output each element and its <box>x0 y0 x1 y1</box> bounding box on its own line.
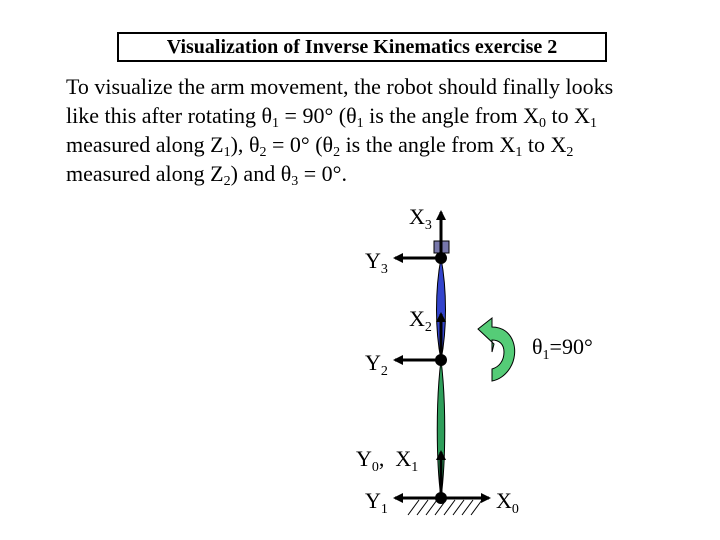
joint-1 <box>435 492 447 504</box>
slide-title: Visualization of Inverse Kinematics exer… <box>117 32 607 62</box>
label-x2: X2 <box>409 306 432 335</box>
rotation-arrow-icon <box>477 316 516 382</box>
description-line-3: measured along Z1), θ2 = 0° (θ2 is the a… <box>66 132 574 160</box>
joint-2 <box>435 354 447 366</box>
ground-hatch-icon <box>407 499 483 516</box>
description-paragraph: To visualize the arm movement, the robot… <box>66 72 706 189</box>
label-y2: Y2 <box>365 350 388 379</box>
label-y1: Y1 <box>365 488 388 517</box>
joint-3 <box>435 252 447 264</box>
description-line-4: measured along Z2) and θ3 = 0°. <box>66 161 347 189</box>
slide-title-text: Visualization of Inverse Kinematics exer… <box>166 35 558 58</box>
label-x0: X0 <box>496 488 519 517</box>
label-y0-x1: Y0, X1 <box>356 446 419 475</box>
description-line-2: like this after rotating θ1 = 90° (θ1 is… <box>66 103 597 131</box>
label-y3: Y3 <box>365 248 388 277</box>
description-line-1: To visualize the arm movement, the robot… <box>66 74 614 99</box>
label-x3: X3 <box>409 204 432 233</box>
label-theta1: θ1=90° <box>532 334 593 363</box>
